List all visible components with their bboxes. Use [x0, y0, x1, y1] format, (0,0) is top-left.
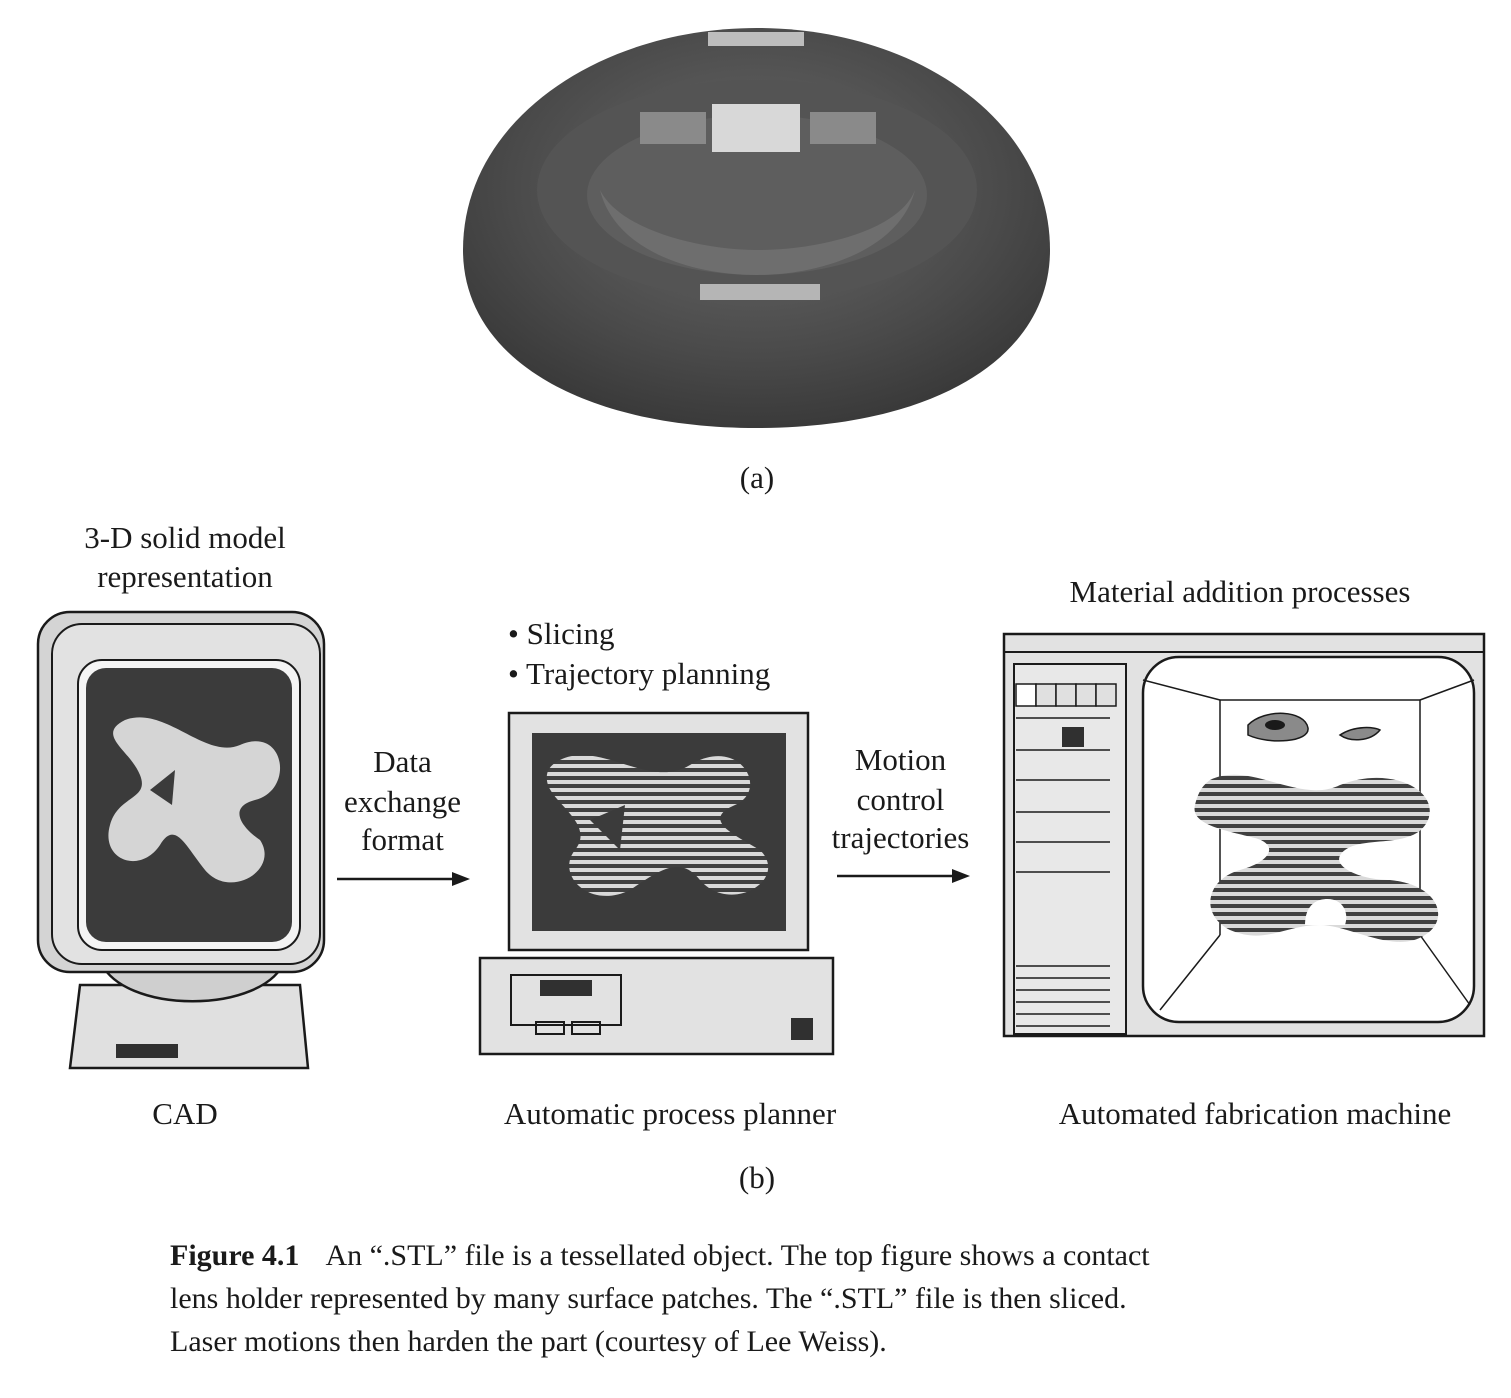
cad-monitor [36, 610, 326, 1070]
bullet-trajectory-planning: Trajectory planning [526, 656, 771, 691]
arrow-data-exchange [337, 872, 470, 886]
caption-line3: Laser motions then harden the part (cour… [170, 1325, 887, 1358]
figure-number: Figure 4.1 [170, 1239, 300, 1272]
arrow1-text-line2: exchange [343, 784, 462, 819]
cad-label: CAD [152, 1096, 218, 1131]
arrow-motion-control [837, 869, 970, 883]
cad-title-line2: representation [97, 559, 273, 594]
fabrication-machine [1002, 632, 1486, 1038]
cad-title-line1: 3-D solid model [84, 520, 286, 555]
arrow2-text-line2: control [856, 782, 945, 817]
planner-bullet-item: • Slicing [508, 616, 615, 651]
figure-caption: Figure 4.1 An “.STL” file is a tessellate… [170, 1234, 1370, 1363]
panel-a-label: (a) [739, 460, 775, 495]
arrow2-text-line3: trajectories [831, 820, 970, 855]
arrow1-text-line1: Data [373, 744, 432, 779]
bullet-slicing: Slicing [526, 616, 615, 651]
fabrication-title: Material addition processes [1069, 574, 1411, 609]
arrow1-text-line3: format [361, 822, 444, 857]
planner-bullet-list: • Slicing • Trajectory planning [508, 614, 770, 694]
panel-b-label: (b) [738, 1160, 776, 1195]
caption-line2: lens holder represented by many surface … [170, 1282, 1127, 1315]
lens-holder-dome [463, 28, 1050, 428]
fabrication-label: Automated fabrication machine [1058, 1096, 1452, 1131]
caption-line1: An “.STL” file is a tessellated object. … [325, 1239, 1150, 1272]
planner-bullet-item: • Trajectory planning [508, 656, 771, 691]
planner-computer [478, 711, 835, 1056]
arrow2-text-line1: Motion [854, 742, 947, 777]
planner-label: Automatic process planner [503, 1096, 837, 1131]
